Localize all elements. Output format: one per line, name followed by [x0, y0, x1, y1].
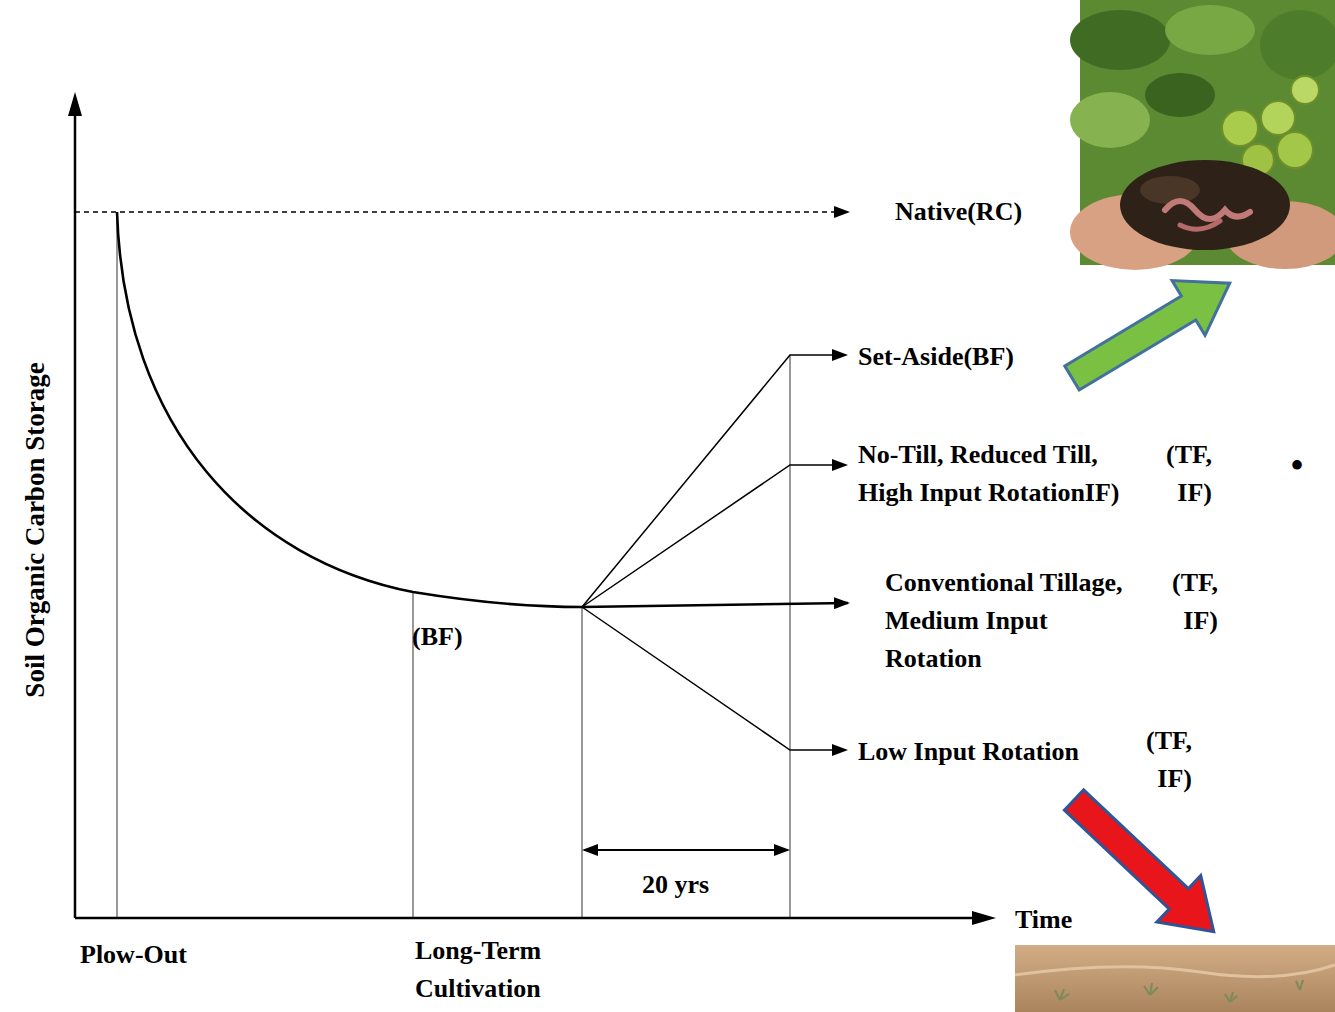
soil-photo	[1070, 0, 1335, 270]
worm	[1180, 221, 1220, 229]
chart-label: (TF, IF)	[1166, 436, 1212, 512]
soil	[1140, 176, 1200, 204]
label-anchor: (BF)	[412, 618, 463, 656]
branch-line	[582, 465, 846, 607]
guide-line	[116, 212, 117, 918]
leaf	[1165, 5, 1255, 55]
chart-label: Time	[1015, 901, 1072, 939]
label-anchor: (TF, IF)	[1166, 436, 1212, 512]
label-anchor: Low Input Rotation	[858, 733, 1079, 771]
label-anchor: Long-Term Cultivation	[415, 932, 541, 1008]
scenario-branches	[582, 355, 846, 750]
chart-label: (BF)	[412, 618, 463, 656]
shrub	[1225, 992, 1237, 1002]
label-anchor: Plow-Out	[80, 936, 187, 974]
photo-background	[1015, 945, 1335, 1012]
chart-label: 20 yrs	[642, 866, 709, 904]
y-axis	[74, 112, 77, 918]
label-anchor: Time	[1015, 901, 1072, 939]
chart-label: Native(RC)	[895, 193, 1022, 231]
leaf	[1260, 10, 1335, 80]
chart-label: Set-Aside(BF)	[858, 338, 1014, 376]
worm	[1165, 201, 1250, 219]
axis-arrowhead	[68, 92, 82, 116]
shrub	[1055, 989, 1069, 1000]
desert-photo	[1015, 945, 1335, 1012]
axis-title: Soil Organic Carbon Storage	[16, 362, 54, 697]
guide-lines	[117, 212, 790, 918]
chart-label: Plow-Out	[80, 936, 187, 974]
degradation-arrow	[1052, 777, 1236, 955]
label-anchor: No-Till, Reduced Till, High Input Rotati…	[858, 436, 1120, 512]
chart-label: (TF, IF)	[1172, 564, 1218, 640]
native-level-line	[75, 211, 848, 213]
guide-line	[789, 355, 790, 918]
leaf	[1070, 92, 1150, 148]
improvement-arrow	[1056, 256, 1247, 406]
chart-label: Conventional Tillage, Medium Input Rotat…	[885, 564, 1122, 678]
branch-line	[582, 607, 846, 750]
label-anchor: •	[1290, 446, 1304, 486]
label-anchor: Soil Organic Carbon Storage	[16, 362, 54, 697]
shrub	[1144, 983, 1158, 995]
tomato	[1291, 76, 1319, 104]
axis-arrowhead	[972, 911, 996, 925]
label-anchor: (TF, IF)	[1172, 564, 1218, 640]
chart-label: Low Input Rotation	[858, 733, 1079, 771]
dimension-arrow	[584, 849, 788, 851]
tomato	[1277, 132, 1313, 168]
soil	[1120, 160, 1290, 250]
bullet: •	[1290, 446, 1304, 486]
chart-label: Long-Term Cultivation	[415, 932, 541, 1008]
label-anchor: Set-Aside(BF)	[858, 338, 1014, 376]
chart-label: (TF, IF)	[1146, 722, 1192, 798]
label-anchor: Native(RC)	[895, 193, 1022, 231]
tomato	[1222, 110, 1258, 146]
label-anchor: (TF, IF)	[1146, 722, 1192, 798]
guide-line	[581, 607, 582, 918]
carbon-curve	[117, 212, 848, 607]
leaf	[1070, 10, 1170, 70]
branch-line	[582, 355, 846, 607]
dune-ridge	[1015, 965, 1335, 977]
label-anchor: Conventional Tillage, Medium Input Rotat…	[885, 564, 1122, 678]
chart-label: No-Till, Reduced Till, High Input Rotati…	[858, 436, 1120, 512]
label-anchor: 20 yrs	[642, 866, 709, 904]
shrubs	[1055, 980, 1303, 1002]
shrub	[1296, 980, 1303, 990]
leaf	[1145, 73, 1215, 117]
x-axis	[75, 917, 975, 920]
tomato	[1261, 101, 1295, 135]
